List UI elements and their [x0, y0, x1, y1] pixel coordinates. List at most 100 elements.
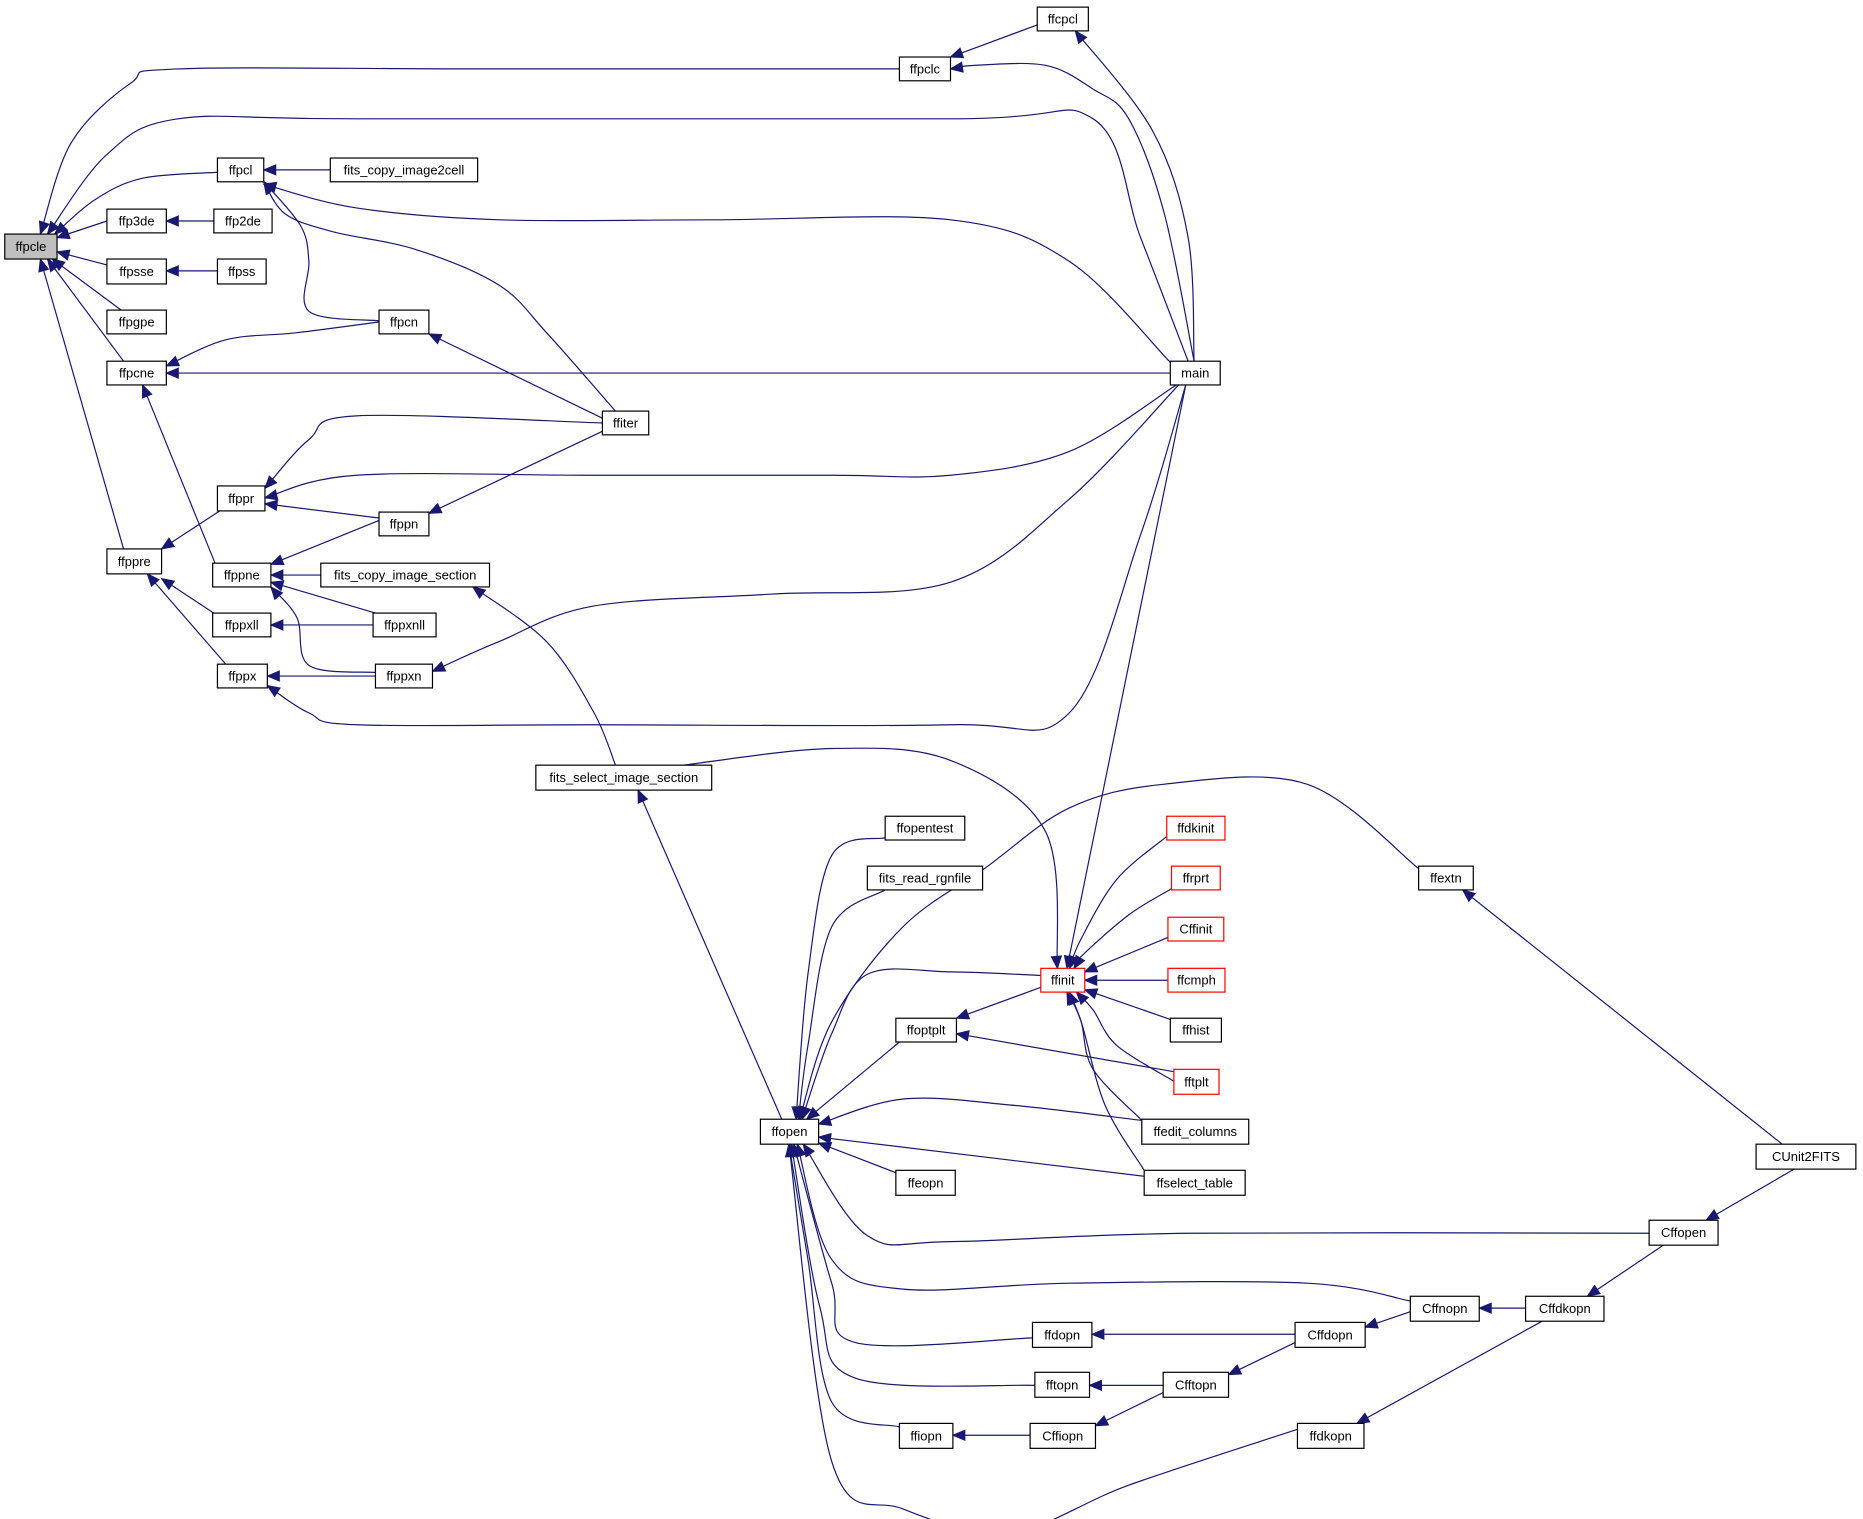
node-ffpcle[interactable]: ffpcle [4, 233, 58, 260]
node-cffopen[interactable]: Cffopen [1648, 1219, 1719, 1246]
node-ffpcl[interactable]: ffpcl [216, 157, 265, 183]
node-box[interactable] [106, 309, 167, 335]
node-box[interactable] [213, 208, 273, 234]
node-box[interactable] [1031, 1321, 1093, 1348]
node-ffp3de[interactable]: ffp3de [106, 208, 167, 234]
node-ffcmph[interactable]: ffcmph [1167, 967, 1226, 993]
node-ffdkinit[interactable]: ffdkinit [1166, 815, 1226, 841]
node-box[interactable] [895, 1017, 958, 1043]
node-box[interactable] [1170, 865, 1221, 891]
node-box[interactable] [898, 1422, 954, 1449]
node-ffiopn[interactable]: ffiopn [898, 1422, 954, 1449]
node-ffppre[interactable]: ffppre [106, 548, 163, 575]
node-box[interactable] [1169, 1017, 1223, 1043]
node-box[interactable] [1167, 916, 1225, 942]
node-ffhist[interactable]: ffhist [1169, 1017, 1223, 1043]
node-box[interactable] [1418, 865, 1474, 891]
node-ffppxnll[interactable]: ffppxnll [372, 612, 437, 638]
node-box[interactable] [106, 360, 167, 386]
node-box[interactable] [1040, 967, 1086, 993]
node-box[interactable] [1143, 1169, 1246, 1196]
node-ffpsse[interactable]: ffpsse [106, 258, 167, 285]
node-box[interactable] [866, 865, 984, 891]
node-box[interactable] [1162, 1371, 1230, 1398]
node-ffppne[interactable]: ffppne [212, 562, 272, 588]
node-box[interactable] [374, 663, 434, 689]
node-ffdopn[interactable]: ffdopn [1031, 1321, 1093, 1348]
node-box[interactable] [1755, 1143, 1857, 1170]
node-box[interactable] [1141, 1118, 1250, 1145]
node-cunit2fits[interactable]: CUnit2FITS [1755, 1143, 1857, 1170]
node-fftplt[interactable]: fftplt [1173, 1068, 1220, 1095]
node-ffpgpe[interactable]: ffpgpe [106, 309, 167, 335]
node-fits-copy-image-section[interactable]: fits_copy_image_section [320, 562, 491, 588]
node-box[interactable] [320, 562, 491, 588]
node-ffppxn[interactable]: ffppxn [374, 663, 434, 689]
node-box[interactable] [1036, 6, 1089, 32]
node-ffextn[interactable]: ffextn [1418, 865, 1474, 891]
node-box[interactable] [1294, 1321, 1366, 1348]
node-box[interactable] [1169, 360, 1221, 386]
node-ffpss[interactable]: ffpss [216, 258, 267, 285]
node-ffppxll[interactable]: ffppxll [212, 612, 272, 638]
node-fits-select-image-section[interactable]: fits_select_image_section [535, 764, 713, 791]
node-box[interactable] [895, 1169, 956, 1196]
node-ffopen[interactable]: ffopen [759, 1118, 820, 1145]
node-box[interactable] [1524, 1295, 1605, 1322]
node-fits-copy-image2cell[interactable]: fits_copy_image2cell [329, 157, 479, 183]
node-box[interactable] [1166, 815, 1226, 841]
node-ffinit[interactable]: ffinit [1040, 967, 1086, 993]
node-box[interactable] [216, 663, 268, 689]
node-box[interactable] [1648, 1219, 1719, 1246]
node-box[interactable] [106, 548, 163, 575]
node-fits-read-rgnfile[interactable]: fits_read_rgnfile [866, 865, 984, 891]
node-box[interactable] [216, 157, 265, 183]
node-ffoptplt[interactable]: ffoptplt [895, 1017, 958, 1043]
node-box[interactable] [884, 815, 966, 841]
node-ffeopn[interactable]: ffeopn [895, 1169, 956, 1196]
node-box[interactable] [106, 258, 167, 285]
node-box[interactable] [1173, 1068, 1220, 1095]
node-box[interactable] [1409, 1295, 1480, 1322]
node-ffdkopn[interactable]: ffdkopn [1296, 1422, 1365, 1449]
node-ffp2de[interactable]: ffp2de [213, 208, 273, 234]
node-box[interactable] [378, 309, 430, 335]
node-ffopentest[interactable]: ffopentest [884, 815, 966, 841]
node-ffedit-columns[interactable]: ffedit_columns [1141, 1118, 1250, 1145]
node-cffinit[interactable]: Cffinit [1167, 916, 1225, 942]
node-box[interactable] [212, 612, 272, 638]
node-box[interactable] [601, 410, 650, 436]
node-box[interactable] [1034, 1371, 1091, 1398]
node-ffpcn[interactable]: ffpcn [378, 309, 430, 335]
node-box[interactable] [898, 56, 952, 82]
node-cffnopn[interactable]: Cffnopn [1409, 1295, 1480, 1322]
node-ffpcne[interactable]: ffpcne [106, 360, 167, 386]
node-box[interactable] [378, 511, 430, 537]
node-cffiopn[interactable]: Cffiopn [1029, 1422, 1097, 1449]
node-cffdopn[interactable]: Cffdopn [1294, 1321, 1366, 1348]
node-box[interactable] [106, 208, 167, 234]
node-cffdkopn[interactable]: Cffdkopn [1524, 1295, 1605, 1322]
node-box[interactable] [1167, 967, 1226, 993]
node-box[interactable] [1029, 1422, 1097, 1449]
node-ffcpcl[interactable]: ffcpcl [1036, 6, 1089, 32]
node-ffselect-table[interactable]: ffselect_table [1143, 1169, 1246, 1196]
node-fftopn[interactable]: fftopn [1034, 1371, 1091, 1398]
node-ffpclc[interactable]: ffpclc [898, 56, 952, 82]
node-main[interactable]: main [1169, 360, 1221, 386]
node-ffppr[interactable]: ffppr [216, 485, 266, 512]
node-ffiter[interactable]: ffiter [601, 410, 650, 436]
node-box[interactable] [372, 612, 437, 638]
node-box[interactable] [535, 764, 713, 791]
node-cfftopn[interactable]: Cfftopn [1162, 1371, 1230, 1398]
node-ffppx[interactable]: ffppx [216, 663, 268, 689]
node-box[interactable] [4, 233, 58, 260]
node-ffrprt[interactable]: ffrprt [1170, 865, 1221, 891]
node-box[interactable] [759, 1118, 820, 1145]
node-box[interactable] [329, 157, 479, 183]
node-box[interactable] [216, 485, 266, 512]
node-box[interactable] [216, 258, 267, 285]
node-box[interactable] [1296, 1422, 1365, 1449]
node-ffppn[interactable]: ffppn [378, 511, 430, 537]
node-box[interactable] [212, 562, 272, 588]
